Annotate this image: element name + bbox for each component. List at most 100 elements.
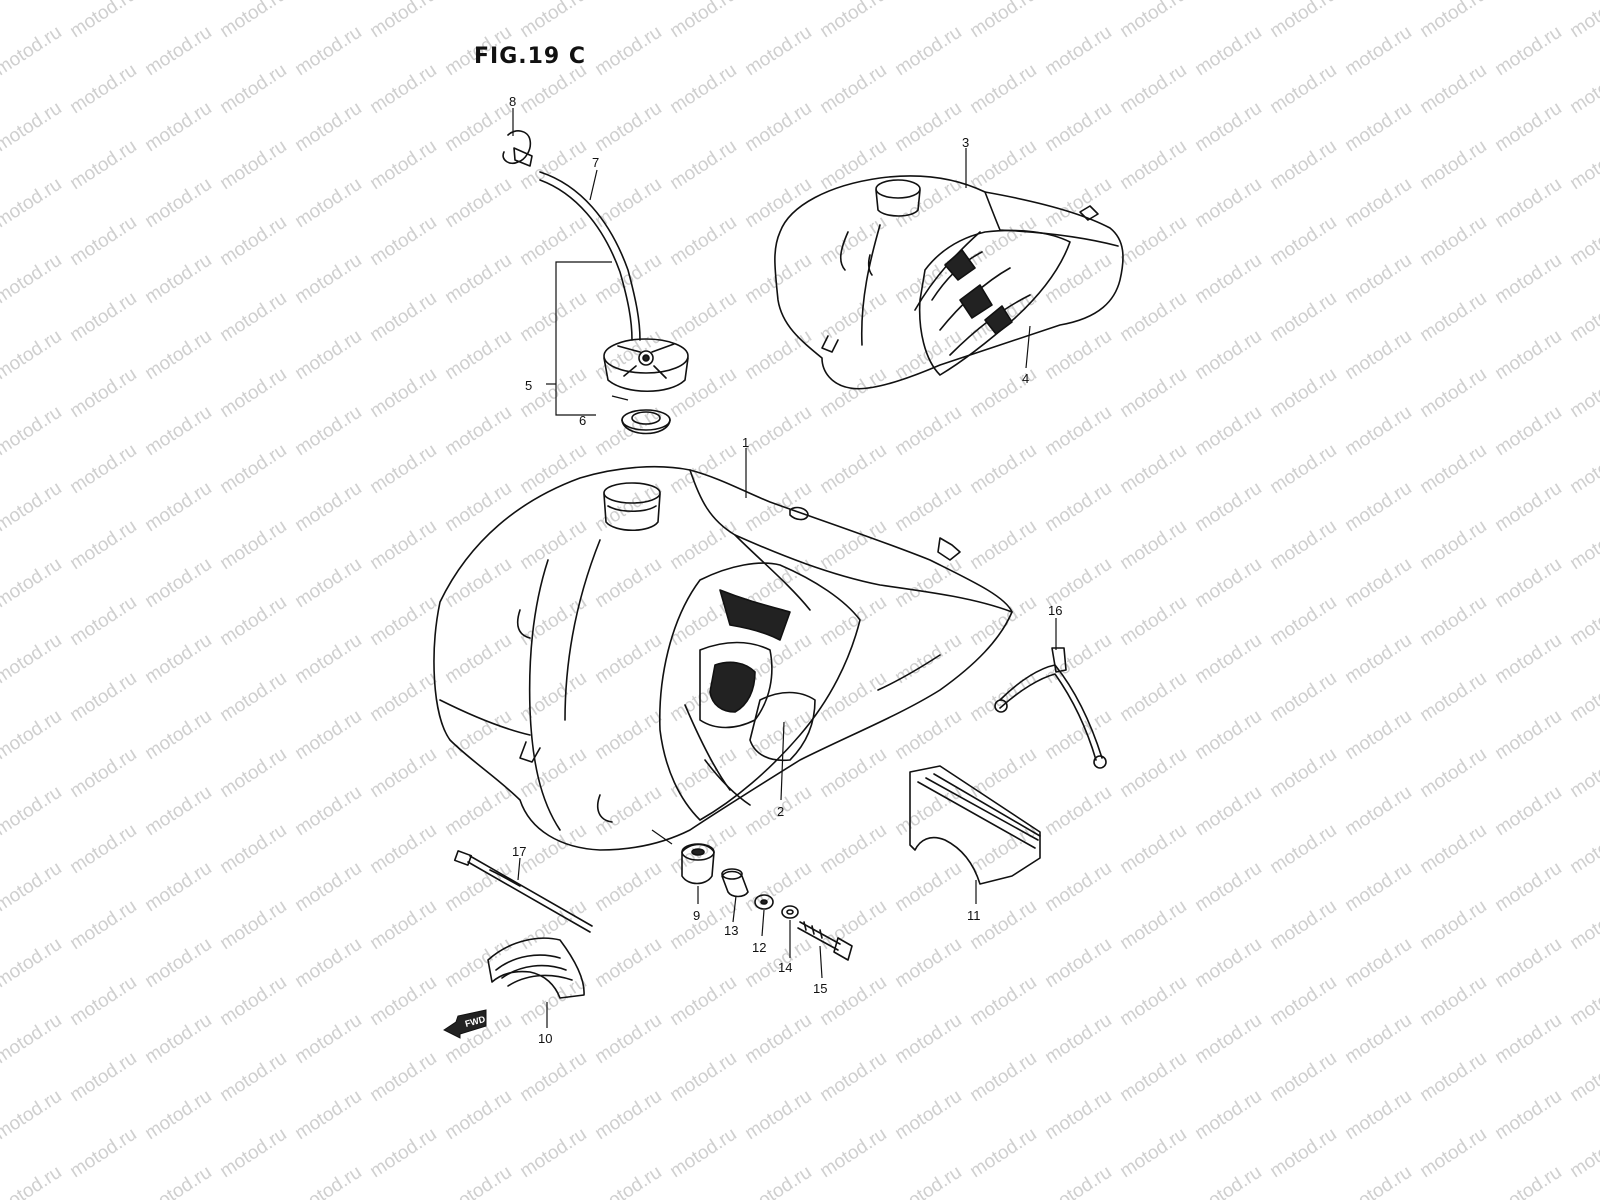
- watermark-text: motod.ru: [141, 1162, 215, 1200]
- watermark-text: motod.ru: [1041, 1162, 1115, 1200]
- watermark-text: motod.ru: [966, 896, 1040, 954]
- watermark-text: motod.ru: [966, 820, 1040, 878]
- watermark-text: motod.ru: [0, 1010, 66, 1068]
- watermark-text: motod.ru: [66, 972, 140, 1030]
- watermark-text: motod.ru: [0, 1086, 66, 1144]
- callout-2: 2: [777, 804, 784, 819]
- watermark-text: motod.ru: [1041, 934, 1115, 992]
- watermark-text: motod.ru: [1566, 744, 1600, 802]
- watermark-text: motod.ru: [1491, 326, 1565, 384]
- watermark-text: motod.ru: [666, 60, 740, 118]
- watermark-text: motod.ru: [1116, 972, 1190, 1030]
- watermark-text: motod.ru: [1566, 516, 1600, 574]
- watermark-text: motod.ru: [216, 288, 290, 346]
- watermark-text: motod.ru: [441, 934, 515, 992]
- watermark-text: motod.ru: [966, 972, 1040, 1030]
- watermark-text: motod.ru: [666, 0, 740, 42]
- breather-hose: [539, 171, 641, 341]
- watermark-text: motod.ru: [816, 364, 890, 422]
- watermark-text: motod.ru: [441, 250, 515, 308]
- watermark-text: motod.ru: [1566, 896, 1600, 954]
- watermark-text: motod.ru: [891, 782, 965, 840]
- watermark-text: motod.ru: [291, 1010, 365, 1068]
- watermark-text: motod.ru: [1266, 288, 1340, 346]
- watermark-text: motod.ru: [1341, 782, 1415, 840]
- watermark-text: motod.ru: [1266, 212, 1340, 270]
- watermark-text: motod.ru: [216, 440, 290, 498]
- watermark-text: motod.ru: [1341, 250, 1415, 308]
- watermark-text: motod.ru: [966, 364, 1040, 422]
- watermark-text: motod.ru: [816, 896, 890, 954]
- watermark-text: motod.ru: [591, 554, 665, 612]
- watermark-text: motod.ru: [891, 0, 965, 4]
- bolt: [797, 921, 853, 961]
- watermark-text: motod.ru: [1566, 972, 1600, 1030]
- watermark-text: motod.ru: [291, 858, 365, 916]
- watermark-text: motod.ru: [441, 326, 515, 384]
- watermark-text: motod.ru: [666, 1048, 740, 1106]
- watermark-text: motod.ru: [1416, 1124, 1490, 1182]
- watermark-text: motod.ru: [1341, 22, 1415, 80]
- watermark-text: motod.ru: [1491, 402, 1565, 460]
- watermark-text: motod.ru: [216, 212, 290, 270]
- watermark-text: motod.ru: [291, 1086, 365, 1144]
- washer: [754, 894, 774, 910]
- watermark-text: motod.ru: [666, 516, 740, 574]
- watermark-text: motod.ru: [441, 0, 515, 4]
- watermark-text: motod.ru: [816, 0, 890, 42]
- watermark-text: motod.ru: [1566, 668, 1600, 726]
- watermark-text: motod.ru: [1116, 136, 1190, 194]
- watermark-text: motod.ru: [1416, 744, 1490, 802]
- fuel-cap: [603, 338, 689, 393]
- watermark-text: motod.ru: [516, 516, 590, 574]
- decal-upper: [918, 229, 1071, 376]
- watermark-text: motod.ru: [1491, 858, 1565, 916]
- watermark-text: motod.ru: [66, 60, 140, 118]
- watermark-text: motod.ru: [216, 0, 290, 42]
- watermark-text: motod.ru: [1341, 1162, 1415, 1200]
- watermark-text: motod.ru: [1041, 174, 1115, 232]
- watermark-text: motod.ru: [891, 934, 965, 992]
- watermark-text: motod.ru: [291, 0, 365, 4]
- watermark-text: motod.ru: [1266, 60, 1340, 118]
- watermark-text: motod.ru: [891, 1010, 965, 1068]
- watermark-text: motod.ru: [141, 250, 215, 308]
- watermark-text: motod.ru: [291, 1162, 365, 1200]
- watermark-text: motod.ru: [1041, 326, 1115, 384]
- watermark-text: motod.ru: [291, 250, 365, 308]
- leader-lines: [512, 108, 1057, 1028]
- watermark-text: motod.ru: [1191, 934, 1265, 992]
- watermark-text: motod.ru: [66, 592, 140, 650]
- watermark-text: motod.ru: [1341, 630, 1415, 688]
- watermark-text: motod.ru: [966, 1048, 1040, 1106]
- callout-14: 14: [778, 960, 792, 975]
- watermark-text: motod.ru: [1341, 402, 1415, 460]
- watermark-text: motod.ru: [1341, 174, 1415, 232]
- watermark-text: motod.ru: [66, 896, 140, 954]
- watermark-text: motod.ru: [1491, 706, 1565, 764]
- watermark-text: motod.ru: [1416, 668, 1490, 726]
- watermark-text: motod.ru: [1566, 820, 1600, 878]
- watermark-text: motod.ru: [891, 1162, 965, 1200]
- callout-10: 10: [538, 1031, 552, 1046]
- watermark-text: motod.ru: [366, 136, 440, 194]
- callout-9: 9: [693, 908, 700, 923]
- watermark-text: motod.ru: [816, 60, 890, 118]
- watermark-text: motod.ru: [1341, 326, 1415, 384]
- watermark-text: motod.ru: [1341, 1086, 1415, 1144]
- watermark-text: motod.ru: [816, 440, 890, 498]
- watermark-text: motod.ru: [66, 136, 140, 194]
- watermark-text: motod.ru: [1491, 630, 1565, 688]
- watermark-text: motod.ru: [516, 820, 590, 878]
- watermark-text: motod.ru: [966, 744, 1040, 802]
- watermark-text: motod.ru: [1116, 1124, 1190, 1182]
- watermark-text: motod.ru: [0, 326, 66, 384]
- watermark-text: motod.ru: [66, 668, 140, 726]
- watermark-text: motod.ru: [966, 440, 1040, 498]
- watermark-text: motod.ru: [366, 744, 440, 802]
- watermark-text: motod.ru: [516, 0, 590, 42]
- watermark-text: motod.ru: [366, 1048, 440, 1106]
- watermark-text: motod.ru: [66, 440, 140, 498]
- watermark-text: motod.ru: [741, 22, 815, 80]
- watermark-text: motod.ru: [1416, 0, 1490, 42]
